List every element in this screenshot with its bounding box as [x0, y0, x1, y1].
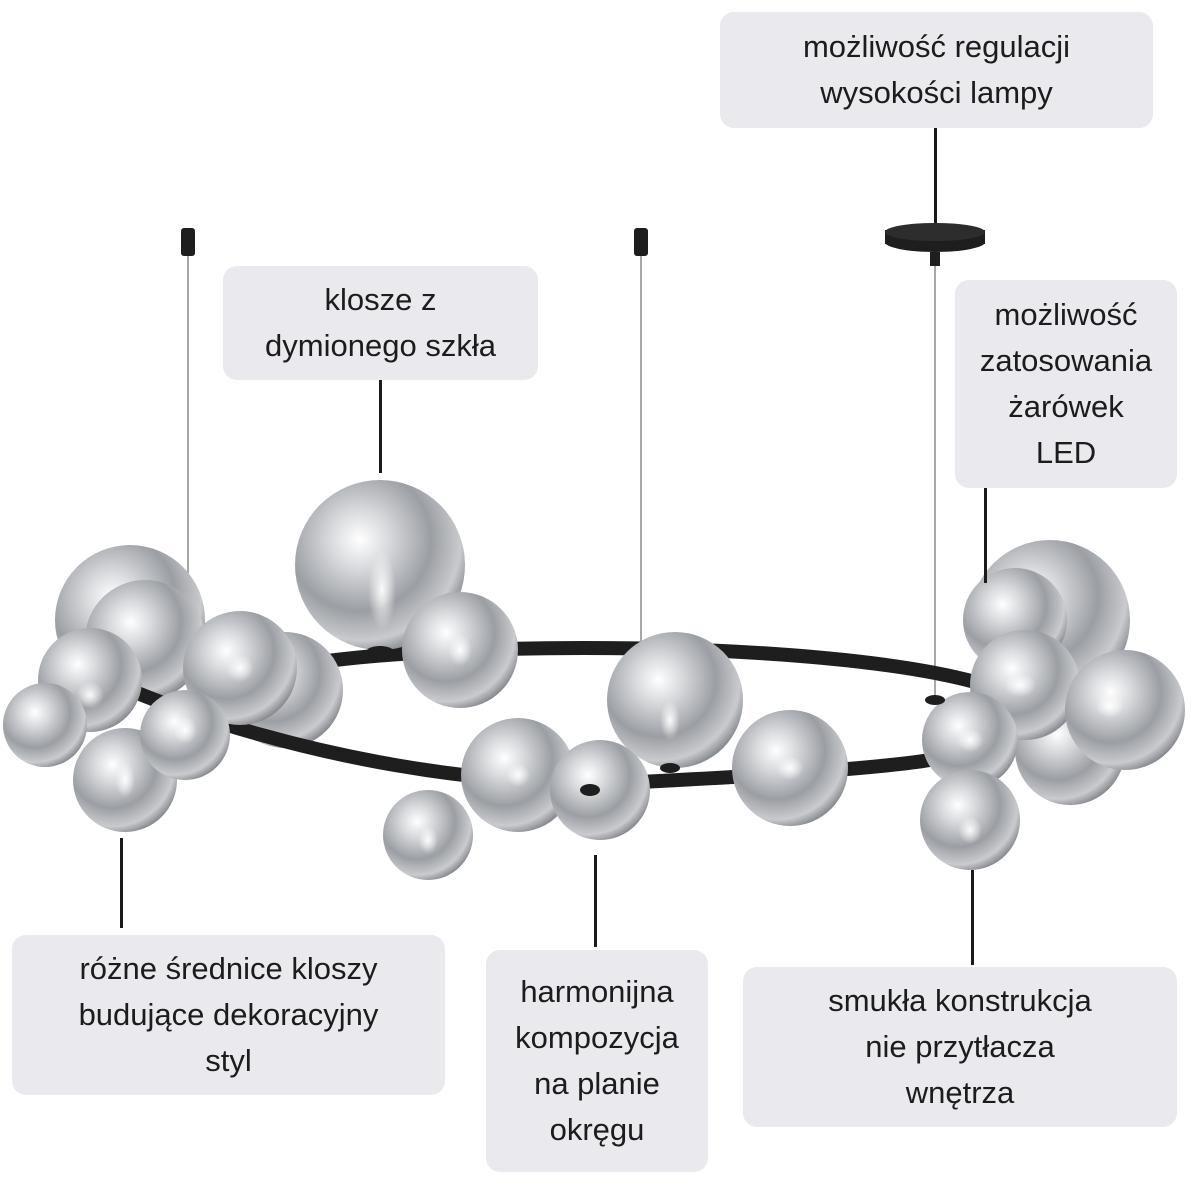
callout-line: wnętrza [905, 1075, 1015, 1110]
callout-line: harmonijna [520, 974, 674, 1009]
callout-line: dymionego szkła [265, 328, 496, 363]
callout-height-adjustment: możliwość regulacji wysokości lampy [720, 12, 1153, 128]
callout-line: możliwość [994, 297, 1138, 332]
callout-line: na planie [534, 1066, 660, 1101]
leader-line-composition [594, 855, 597, 947]
callout-smoked-glass: klosze z dymionego szkła [223, 266, 538, 380]
callout-line: różne średnice kloszy [79, 951, 378, 986]
callout-line: kompozycja [515, 1020, 679, 1055]
leader-line-diameters [120, 838, 123, 928]
callout-line: wysokości lampy [820, 75, 1053, 110]
callout-line: LED [1035, 435, 1097, 470]
leader-line-led [984, 488, 987, 583]
callout-line: styl [205, 1043, 252, 1078]
callout-line: zatosowania [979, 343, 1153, 378]
led-bulb-glows [76, 550, 1124, 854]
callout-line: klosze z [324, 282, 437, 317]
callout-line: nie przytłacza [865, 1029, 1055, 1064]
callout-composition: harmonijna kompozycja na planie okręgu [486, 950, 708, 1172]
callout-line: budujące dekoracyjny [78, 997, 379, 1032]
leader-line-height [934, 128, 937, 223]
leader-line-construction [971, 870, 974, 965]
callout-slim-construction: smukła konstrukcja nie przytłacza wnętrz… [743, 967, 1177, 1127]
suspension-cables [187, 255, 936, 700]
callout-line: żarówek [1008, 389, 1124, 424]
callout-led-bulbs: możliwość zatosowania żarówek LED [955, 280, 1177, 488]
callout-line: możliwość regulacji [802, 29, 1071, 64]
ceiling-mounts [181, 223, 985, 266]
socket-caps [366, 646, 945, 796]
callout-line: smukła konstrukcja [828, 983, 1092, 1018]
callout-diameters: różne średnice kloszy budujące dekoracyj… [12, 935, 445, 1095]
callout-line: okręgu [549, 1112, 645, 1147]
leader-line-glass [379, 380, 382, 473]
